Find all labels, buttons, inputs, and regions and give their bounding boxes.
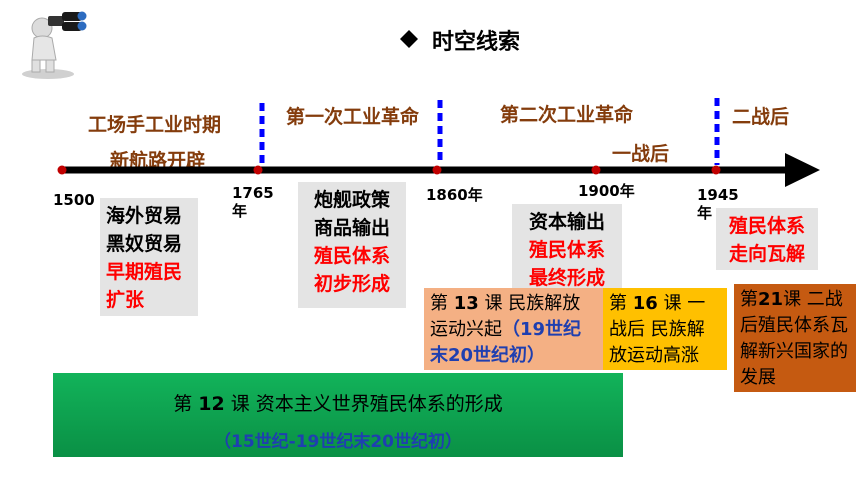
box-colonial-final: 资本输出 殖民体系 最终形成 (512, 204, 622, 294)
era-manufacture: 工场手工业时期 (88, 114, 222, 136)
year-1500: 1500 (53, 191, 95, 209)
era-second-industrial: 第二次工业革命 (500, 104, 634, 126)
page-title: 时空线索 (432, 30, 521, 55)
lesson-21-box: 第21课 二战后殖民体系瓦解新兴国家的发展 (734, 284, 856, 392)
era-first-industrial: 第一次工业革命 (286, 106, 420, 128)
lesson-12-title: 第 12 课 资本主义世界殖民体系的形成 (173, 393, 503, 415)
era-after-ww2: 二战后 (732, 106, 790, 128)
year-1945: 1945 年 (697, 186, 739, 222)
box-colonial-collapse: 殖民体系 走向瓦解 (716, 208, 818, 270)
diamond-bullet-icon (400, 30, 418, 48)
lesson-16-box: 第 16 课 一战后 民族解放运动高涨 (603, 288, 727, 370)
lesson-12-period: （15世纪-19世纪末20世纪初） (213, 432, 463, 452)
year-1900: 1900年 (578, 182, 635, 200)
era-after-ww1: 一战后 (612, 143, 670, 165)
lesson-13-box: 第 13 课 民族解放运动兴起（19世纪末20世纪初） (424, 288, 604, 370)
lesson-12-box: 第 12 课 资本主义世界殖民体系的形成 （15世纪-19世纪末20世纪初） (53, 373, 623, 457)
year-1860: 1860年 (426, 186, 483, 204)
binocular-figure-icon (22, 11, 87, 79)
year-1765: 1765 年 (232, 184, 274, 220)
box-colonial-initial: 炮舰政策 商品输出 殖民体系 初步形成 (298, 182, 406, 308)
timeline-arrow-icon (57, 98, 820, 187)
box-early-colonial: 海外贸易 黑奴贸易 早期殖民 扩张 (100, 198, 198, 316)
